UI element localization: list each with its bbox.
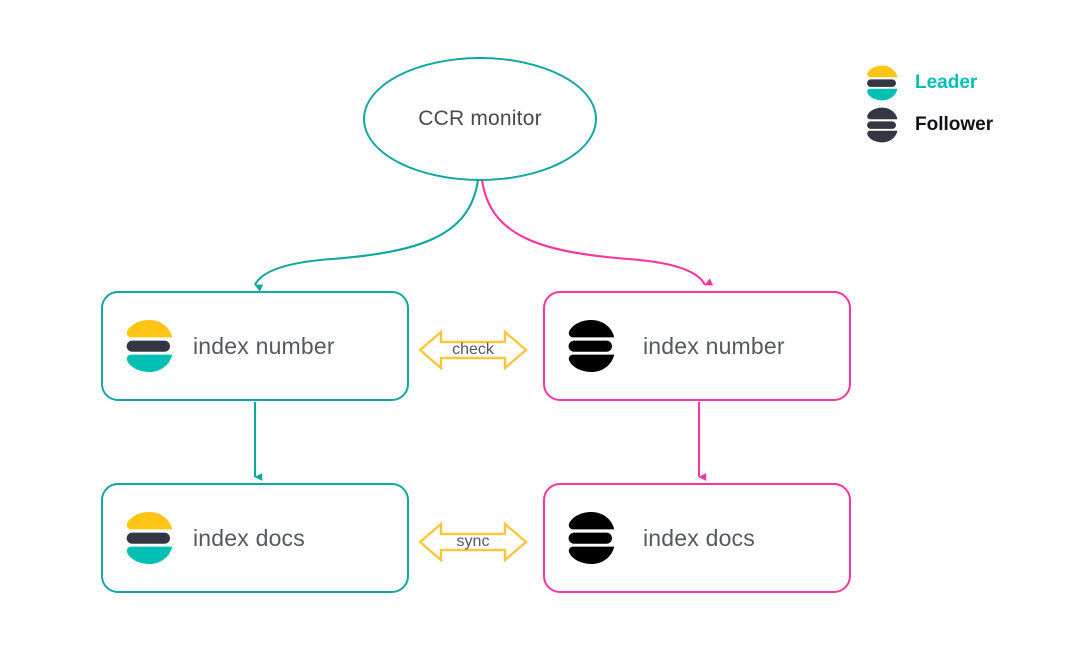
double-arrow-icon — [418, 329, 528, 371]
node-follower-index-number[interactable]: index number — [543, 291, 851, 401]
legend-label: Follower — [915, 114, 994, 135]
sync-arrow-label: sync — [456, 533, 490, 550]
elastic-logo-color-icon — [125, 318, 173, 374]
connector-monitor-to-follower — [480, 179, 714, 286]
node-label: index number — [193, 332, 335, 359]
elastic-logo-dark-icon — [866, 106, 898, 144]
sync-bidirectional-arrow: sync — [415, 514, 531, 570]
node-label: index docs — [643, 524, 755, 551]
ccr-monitor-node[interactable]: CCR monitor — [363, 57, 597, 181]
node-label: index docs — [193, 524, 305, 551]
check-bidirectional-arrow: check — [415, 322, 531, 378]
elastic-logo-color-icon — [125, 510, 173, 566]
double-arrow-icon — [418, 521, 528, 563]
connector-monitor-to-leader — [254, 179, 480, 292]
node-follower-index-docs[interactable]: index docs — [543, 483, 851, 593]
node-label: index number — [643, 332, 785, 359]
elastic-logo-black-icon — [567, 318, 615, 374]
elastic-logo-color-icon — [866, 64, 898, 102]
node-leader-index-docs[interactable]: index docs — [101, 483, 409, 593]
legend-item-follower: Follower — [866, 104, 993, 146]
legend-item-leader: Leader — [866, 62, 993, 104]
node-leader-index-number[interactable]: index number — [101, 291, 409, 401]
legend: Leader Follower — [866, 62, 993, 146]
ccr-monitor-label: CCR monitor — [418, 107, 542, 130]
elastic-logo-black-icon — [567, 510, 615, 566]
check-arrow-label: check — [452, 341, 494, 358]
legend-label: Leader — [915, 72, 978, 93]
